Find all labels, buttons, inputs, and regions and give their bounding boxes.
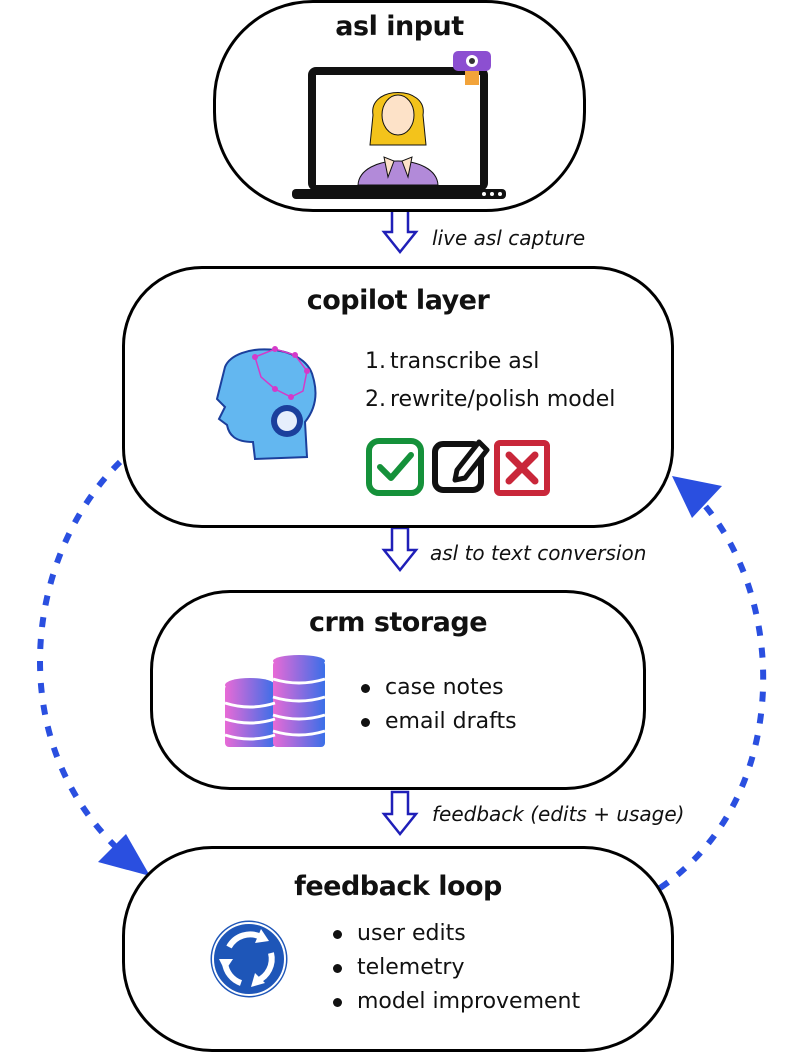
feedback-item: telemetry: [329, 951, 580, 985]
check-icon: [366, 438, 424, 496]
flow-label-asl-to-text: asl to text conversion: [430, 541, 647, 565]
roundabout-icon: [207, 917, 291, 1001]
flow-label-feedback: feedback (edits + usage): [432, 802, 685, 826]
reject-icon: [494, 440, 550, 496]
asl-input-box: asl input: [213, 0, 586, 212]
copilot-layer-title: copilot layer: [306, 285, 490, 316]
copilot-steps: 1.transcribe asl 2.rewrite/polish model: [365, 343, 615, 419]
feedback-item: model improvement: [329, 985, 580, 1019]
ai-head-icon: [215, 346, 317, 461]
flow-arrow-1: [381, 208, 419, 255]
crm-item: case notes: [357, 671, 517, 705]
asl-input-title: asl input: [335, 11, 464, 42]
laptop-signer-icon: [292, 51, 506, 199]
database-icon: [224, 655, 326, 747]
crm-items: case notes email drafts: [357, 671, 517, 739]
copilot-step: 2.rewrite/polish model: [365, 387, 616, 412]
crm-storage-box: crm storage case notes email drafts: [150, 590, 646, 790]
feedback-item: user edits: [329, 917, 580, 951]
copilot-step: 1.transcribe asl: [365, 349, 540, 374]
dashed-loop-right: [658, 497, 767, 891]
feedback-items: user edits telemetry model improvement: [329, 917, 580, 1019]
edit-icon: [432, 439, 490, 493]
feedback-loop-box: feedback loop user edits telemetry model…: [122, 846, 674, 1052]
crm-item: email drafts: [357, 705, 517, 739]
dashed-loop-left-arrowhead: [98, 834, 150, 876]
copilot-layer-box: copilot layer 1.transcribe asl 2.rewrite…: [122, 266, 674, 528]
dashed-loop-right-arrowhead: [672, 476, 722, 518]
flow-label-live-capture: live asl capture: [432, 226, 586, 250]
flow-arrow-2: [381, 526, 419, 573]
dashed-loop-left: [37, 459, 142, 871]
feedback-loop-title: feedback loop: [294, 871, 502, 902]
flow-arrow-3: [381, 790, 419, 837]
crm-storage-title: crm storage: [308, 607, 488, 638]
